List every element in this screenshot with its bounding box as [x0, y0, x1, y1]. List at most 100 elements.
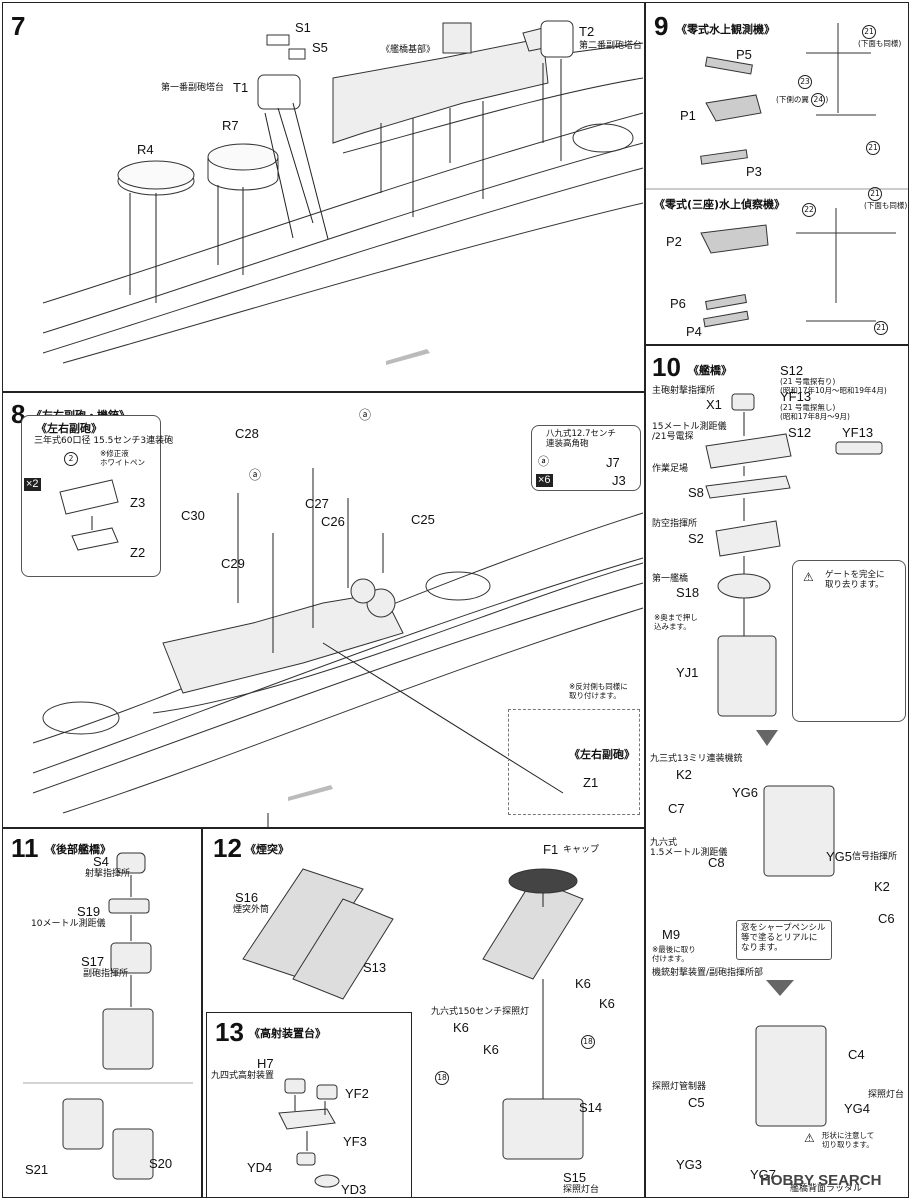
part-p1-label: P1	[680, 108, 696, 123]
inset-aa-gun: 八九式12.7センチ 連装高角砲 ⓐ ×6 J7 J3	[531, 425, 641, 491]
searchlight-title: 九六式150センチ探照灯	[431, 1007, 530, 1017]
s12-variant-label: S12	[780, 363, 804, 378]
mg-desc: 九三式13ミリ連装機銃	[650, 754, 743, 764]
part-x1-label: X1	[706, 397, 722, 412]
paint-callout: 2	[64, 452, 78, 466]
part-c6-label: C6	[878, 911, 895, 926]
part-yf13-label: YF13	[842, 425, 874, 440]
mg-control-desc: 機銃射撃装置/副砲指揮所部	[652, 968, 764, 978]
part-c29-label: C29	[221, 556, 245, 571]
part-p4-label: P4	[686, 324, 702, 339]
part-t2-desc: 第二番副砲塔台	[579, 41, 643, 51]
part-s15-label: S15	[563, 1170, 587, 1185]
step-number: 9	[654, 11, 669, 41]
inset-desc: 三年式60口径 15.5センチ3連装砲	[34, 436, 174, 446]
callout-23: 23	[798, 75, 812, 89]
part-s13-label: S13	[363, 960, 387, 975]
part-h7-label: H7	[257, 1056, 274, 1071]
part-yg4-label: YG4	[844, 1101, 871, 1116]
x1-desc: 主砲射撃指揮所	[652, 386, 716, 396]
under-same-note-1: (下面も同様)	[858, 39, 902, 48]
part-c5-label: C5	[688, 1095, 705, 1110]
yf13-variant-label: YF13	[780, 389, 812, 404]
part-yf2-label: YF2	[345, 1086, 369, 1101]
callout-21d: 21	[874, 321, 888, 335]
part-yf3-label: YF3	[343, 1134, 367, 1149]
caution-icon: ⚠	[803, 570, 814, 584]
last-note: ※最後に取り 付けます。	[652, 945, 696, 963]
shape-caution-icon: ⚠	[804, 1131, 815, 1145]
part-yg5-label: YG5	[826, 849, 853, 864]
part-t1-label: T1	[233, 80, 249, 95]
step-title: 《後部艦橋》	[45, 843, 111, 856]
s18-desc: 第一艦橋	[652, 574, 689, 584]
part-k2b-label: K2	[874, 879, 890, 894]
part-t1-desc: 第一番副砲塔台	[161, 83, 225, 93]
seaplane-drawings	[646, 23, 908, 328]
part-c25-label: C25	[411, 512, 435, 527]
step-title: 《零式水上観測機》	[676, 23, 775, 36]
attach-a-label-2: ⓐ	[249, 468, 262, 482]
s19-desc: 10メートル測距儀	[31, 919, 106, 929]
part-s20-label: S20	[149, 1156, 173, 1171]
callout-22: 22	[802, 203, 816, 217]
part-s19-label: S19	[77, 904, 101, 919]
searchlight-desc: 探照灯台	[868, 1090, 905, 1100]
s12-variant-note: (21 号電探有り) (昭和17年10月〜昭和19年4月)	[780, 377, 887, 395]
part-s5-label: S5	[312, 40, 328, 55]
part-c30-label: C30	[181, 508, 205, 523]
yf13-variant-note: (21 号電探無し) (昭和17年8月〜9月)	[780, 403, 850, 421]
s17-desc: 副砲指揮所	[83, 969, 129, 979]
part-z1-label: Z1	[583, 775, 599, 790]
inset-title: 《左右副砲》	[36, 422, 102, 435]
part-k6b-label: K6	[599, 996, 615, 1011]
multiplier-x6: ×6	[536, 474, 553, 487]
f1-desc: キャップ	[563, 845, 600, 855]
rangefinder96-desc: 九六式 1.5メートル測距儀	[650, 838, 728, 859]
hull-mid-drawing	[32, 468, 644, 827]
callout-21c: 21	[868, 187, 882, 201]
step-8-panel: 8 《左右副砲・機銃》 《左右副砲》 三年式60口径 15.5センチ3連装砲 2…	[2, 392, 645, 828]
rangefinder-desc: 15メートル測距儀 /21号電探	[652, 422, 727, 443]
part-yj1-label: YJ1	[676, 665, 699, 680]
part-j7-label: J7	[606, 455, 620, 470]
part-yd3-label: YD3	[341, 1182, 367, 1197]
part-s14-label: S14	[579, 1100, 603, 1115]
s16-desc: 煙突外筒	[233, 905, 270, 915]
part-s12-label: S12	[788, 425, 812, 440]
part-k6a-label: K6	[575, 976, 591, 991]
part-c4-label: C4	[848, 1047, 865, 1062]
callout-21b: 21	[866, 141, 880, 155]
callout-18a: 18	[581, 1035, 595, 1049]
part-r7-label: R7	[222, 118, 239, 133]
part-p2-label: P2	[666, 234, 682, 249]
under-same-note-2: (下面も同様)	[864, 201, 908, 210]
under-wing-note: (下側の翼 24)	[776, 93, 828, 107]
inset-secondary-gun: 《左右副砲》 三年式60口径 15.5センチ3連装砲 2 ※修正液 ホワイトペン…	[21, 415, 173, 577]
part-k2-label: K2	[676, 767, 692, 782]
part-c8-label: C8	[708, 855, 725, 870]
step-number: 11	[11, 833, 39, 863]
step-title: 《煙突》	[245, 843, 289, 856]
step-7-panel: 7 S1 S5 T2 第二番副砲塔台 《艦橋基部》 第一番副砲塔台 T1 R7 …	[2, 2, 645, 392]
shape-note: 形状に注意して 切り取ります。	[822, 1131, 875, 1149]
window-note: 窓をシャープペンシル 等で塗るとリアルに なります。	[741, 923, 826, 953]
part-s2-label: S2	[688, 531, 704, 546]
part-k6d-label: K6	[483, 1042, 499, 1057]
part-p3-label: P3	[746, 164, 762, 179]
step-13-panel: 13 《高射装置台》 H7 九四式高射装置 YF2 YF3 YD4 YD3	[206, 1012, 412, 1198]
step-number: 12	[213, 833, 242, 863]
step-subtitle: 《零式(三座)水上偵察機》	[654, 198, 786, 211]
inset2-title: 《左右副砲》	[569, 748, 635, 761]
step-number: 7	[11, 11, 26, 41]
bridge-base-label: 《艦橋基部》	[381, 45, 436, 55]
aa-gun-title: 八九式12.7センチ 連装高角砲	[546, 429, 616, 449]
aa-attach-a: ⓐ	[538, 455, 549, 468]
step-number: 10	[652, 352, 681, 382]
step-10-panel: 10 《艦橋》 S12 (21 号電探有り) (昭和17年10月〜昭和19年4月…	[645, 345, 909, 1198]
part-m9-label: M9	[662, 927, 681, 942]
part-p5-label: P5	[736, 47, 752, 62]
callout-18b: 18	[435, 1071, 449, 1085]
ha-director-drawing	[278, 1078, 340, 1188]
h7-desc: 九四式高射装置	[211, 1071, 275, 1081]
